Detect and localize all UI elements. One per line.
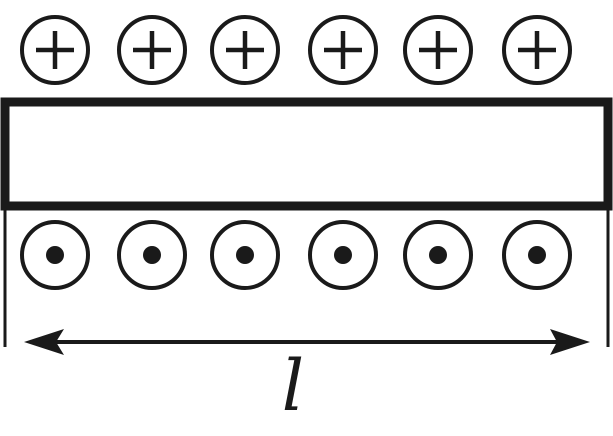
plus-circle-icon	[308, 15, 378, 85]
length-label: l	[282, 345, 304, 427]
dot-circle-icon	[502, 220, 572, 290]
dot-circle-icon	[403, 220, 473, 290]
bottom-row-dot-circles	[20, 220, 572, 290]
solenoid-body	[0, 97, 613, 211]
dot-circle-icon	[210, 220, 280, 290]
plus-circle-icon	[210, 15, 280, 85]
plus-circle-icon	[502, 15, 572, 85]
dot-circle-icon	[20, 220, 90, 290]
left-arrowhead	[24, 329, 64, 355]
dot-circle-icon	[117, 220, 187, 290]
plus-circle-icon	[403, 15, 473, 85]
plus-circle-icon	[20, 15, 90, 85]
top-row-plus-circles	[20, 15, 572, 85]
dot-circle-icon	[308, 220, 378, 290]
length-dimension-arrow	[24, 329, 590, 355]
plus-circle-icon	[117, 15, 187, 85]
right-arrowhead	[550, 329, 590, 355]
